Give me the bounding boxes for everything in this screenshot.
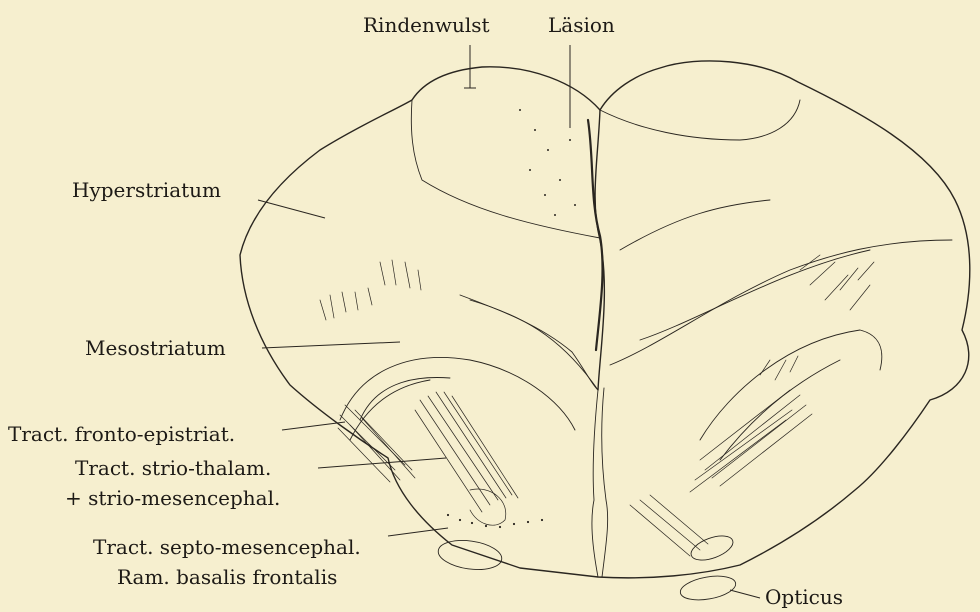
leader-mesostriatum xyxy=(262,342,400,348)
brain-outline xyxy=(240,61,970,578)
label-hyperstriatum: Hyperstriatum xyxy=(72,180,221,200)
lesion-stippling xyxy=(519,109,576,216)
leader-strio xyxy=(318,458,446,468)
label-rindenwulst: Rindenwulst xyxy=(363,15,490,35)
leader-hyperstriatum xyxy=(258,200,325,218)
leader-fronto xyxy=(282,422,345,430)
label-tract-fronto: Tract. fronto-epistriat. xyxy=(8,424,235,444)
fibre-bundle-left xyxy=(338,392,518,525)
fibre-strokes-hyper xyxy=(320,260,421,320)
opticus-ellipse-2 xyxy=(679,572,738,603)
label-tract-strio-1: Tract. strio-thalam. xyxy=(75,458,271,478)
label-opticus: Opticus xyxy=(765,587,843,607)
midline-lower xyxy=(592,390,598,577)
fibre-bundle-right xyxy=(630,356,812,556)
rindenwulst-right xyxy=(600,100,800,140)
label-laesion: Läsion xyxy=(548,15,615,35)
opticus-ellipse-1 xyxy=(688,531,736,565)
leader-opticus xyxy=(730,590,760,598)
label-tract-strio-2: + strio-mesencephal. xyxy=(65,488,280,508)
basal-ellipse-left xyxy=(436,537,503,574)
label-mesostriatum: Mesostriatum xyxy=(85,338,226,358)
label-tract-septo-2: Ram. basalis frontalis xyxy=(117,567,337,587)
mesostriatum-arc-right xyxy=(700,330,882,440)
lamina-left xyxy=(460,295,598,390)
mesostriatum-arc-left xyxy=(340,358,575,431)
rindenwulst-left xyxy=(411,100,600,238)
label-tract-septo-1: Tract. septo-mesencephal. xyxy=(93,537,361,557)
basal-stippling xyxy=(447,514,543,528)
fibre-strokes-right-upper xyxy=(800,255,874,310)
lamina-right xyxy=(610,240,952,365)
laesion-mark xyxy=(588,120,603,350)
